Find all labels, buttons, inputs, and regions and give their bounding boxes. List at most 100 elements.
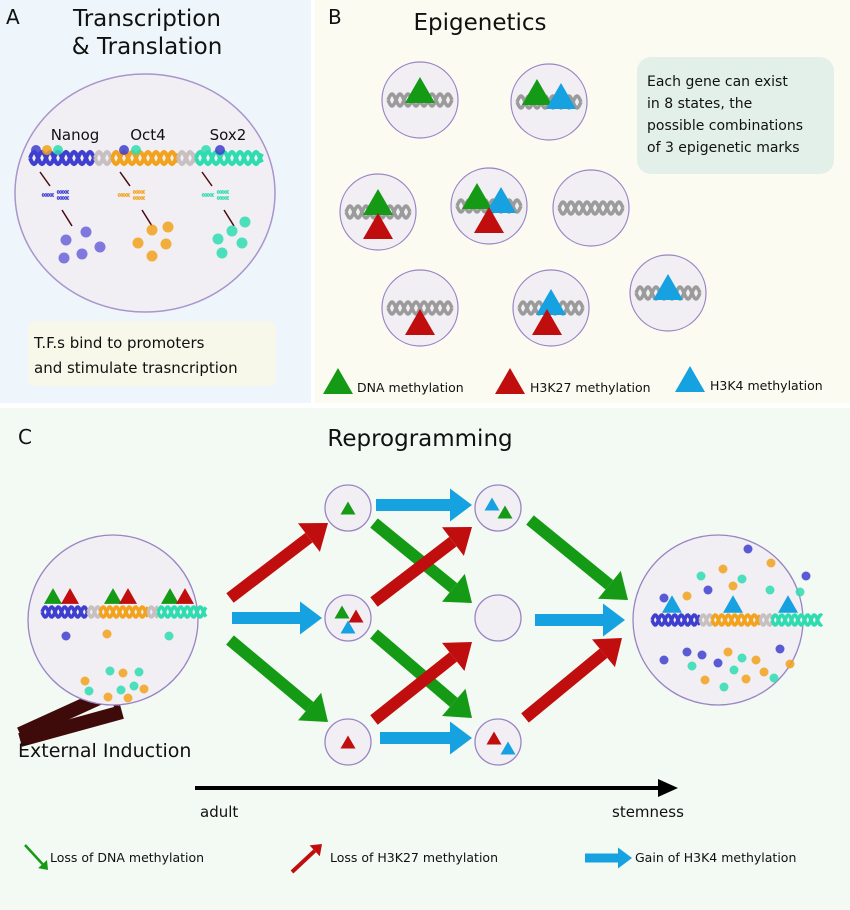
- protein: [682, 591, 692, 601]
- helix-strand: [56, 189, 70, 195]
- reprogramming-cells: [27, 484, 824, 766]
- protein: [84, 686, 94, 696]
- epigenetic-state-cell: [552, 169, 630, 247]
- sox2-protein: [212, 233, 224, 245]
- helix-strand: [132, 189, 146, 195]
- dna-strand: [28, 145, 264, 167]
- protein: [769, 673, 779, 683]
- protein: [139, 684, 149, 694]
- dna-loss-arrow-shaft: [370, 518, 458, 593]
- protein: [719, 682, 729, 692]
- protein: [700, 675, 710, 685]
- legend-h3k27-methylation: H3K27 methylation: [530, 380, 651, 395]
- nanog-protein: [94, 241, 106, 253]
- intermediate-cell: [474, 594, 522, 642]
- sox2-protein: [236, 237, 248, 249]
- protein: [729, 665, 739, 675]
- dna-methylation-mark: [522, 78, 552, 106]
- h3k27-loss-arrow-head: [442, 527, 472, 556]
- arrow-icon: [39, 171, 51, 187]
- h3k4-gain-arrow-head: [603, 603, 625, 637]
- gene-label-nanog: Nanog: [51, 126, 100, 144]
- nanog-protein: [58, 252, 70, 264]
- arrow-icon: [201, 171, 213, 187]
- helix-strand: [146, 605, 159, 619]
- legend-h3k4-gain-icon-head: [618, 847, 632, 869]
- arrow-icon: [141, 209, 153, 227]
- timeline-arrowhead: [658, 779, 678, 797]
- protein: [759, 667, 769, 677]
- protein: [659, 593, 669, 603]
- helix-strand: [28, 149, 97, 167]
- protein: [105, 666, 115, 676]
- note-box: [28, 321, 276, 386]
- arrow-icon: [61, 209, 73, 227]
- axis-end-label: stemness: [612, 803, 684, 821]
- transcription-factor: [42, 145, 52, 155]
- h3k27-methylation-mark: [348, 609, 364, 623]
- h3k4-methylation-mark: [500, 741, 516, 755]
- protein: [766, 558, 776, 568]
- legend-h3k4-methylation-icon: [675, 365, 705, 393]
- helix-strand: [386, 300, 454, 316]
- panel-c: C Reprogramming External Induction adult…: [17, 425, 824, 874]
- helix-strand: [698, 613, 714, 627]
- protein: [123, 693, 133, 703]
- dna-methylation-mark: [462, 182, 492, 210]
- h3k27-methylation-mark: [119, 588, 137, 604]
- h3k27-loss-arrow-shaft: [226, 532, 313, 603]
- h3k4-methylation-mark: [536, 288, 566, 316]
- protein: [801, 571, 811, 581]
- info-line3: possible combinations: [647, 118, 803, 134]
- h3k27-methylation-mark: [61, 588, 79, 604]
- protein: [718, 564, 728, 574]
- nanog-protein: [76, 248, 88, 260]
- h3k27-loss-arrow-shaft: [370, 536, 457, 607]
- h3k27-loss-arrow-shaft: [370, 652, 457, 725]
- dna-methylation-mark: [497, 505, 513, 519]
- panel-b-title: Epigenetics: [413, 10, 546, 36]
- legend-h3k27-loss-icon-shaft: [290, 849, 317, 874]
- legend-loss-h3k27-methylation: Loss of H3K27 methylation: [330, 850, 498, 865]
- dna-methylation-mark: [44, 588, 62, 604]
- dna-methylation-mark: [104, 588, 122, 604]
- helix-strand: [758, 613, 774, 627]
- protein: [713, 658, 723, 668]
- dna-methylation-mark: [340, 501, 356, 515]
- epigenetic-state-cell: [510, 63, 588, 141]
- epigenetic-state-cell: [512, 269, 590, 347]
- protein: [118, 668, 128, 678]
- epigenetic-states: [339, 61, 707, 347]
- helix-strand: [56, 195, 70, 201]
- protein: [129, 681, 139, 691]
- protein: [103, 692, 113, 702]
- oct4-protein: [146, 250, 158, 262]
- helix-strand: [132, 195, 146, 201]
- epigenetic-state-cell: [629, 254, 707, 332]
- helix-strand: [40, 605, 90, 619]
- protein: [751, 655, 761, 665]
- helix-strand: [650, 613, 702, 627]
- h3k27-methylation-mark: [340, 735, 356, 749]
- helix-strand: [156, 605, 208, 619]
- panel-c-letter: C: [18, 425, 32, 449]
- legend-dna-methylation: DNA methylation: [357, 380, 464, 395]
- protein: [737, 574, 747, 584]
- transcription-factor: [201, 145, 211, 155]
- protein: [696, 571, 706, 581]
- gene-label-oct4: Oct4: [130, 126, 165, 144]
- helix-strand: [710, 613, 762, 627]
- panel-b-legend: DNA methylation H3K27 methylation H3K4 m…: [323, 365, 823, 395]
- sox2-protein: [226, 225, 238, 237]
- protein: [682, 647, 692, 657]
- h3k27-methylation-mark: [363, 212, 393, 240]
- transcription-factor: [131, 145, 141, 155]
- legend-gain-h3k4-methylation: Gain of H3K4 methylation: [635, 850, 796, 865]
- helix-strand: [770, 613, 824, 627]
- external-induction-arrow-tail-shaft: [18, 705, 124, 747]
- panel-a: A Transcription & Translation Nanog Oct4…: [6, 5, 276, 386]
- legend-h3k27-loss-icon-head: [309, 844, 322, 857]
- dna-loss-arrow-shaft: [370, 629, 458, 707]
- h3k4-methylation-mark: [723, 595, 743, 613]
